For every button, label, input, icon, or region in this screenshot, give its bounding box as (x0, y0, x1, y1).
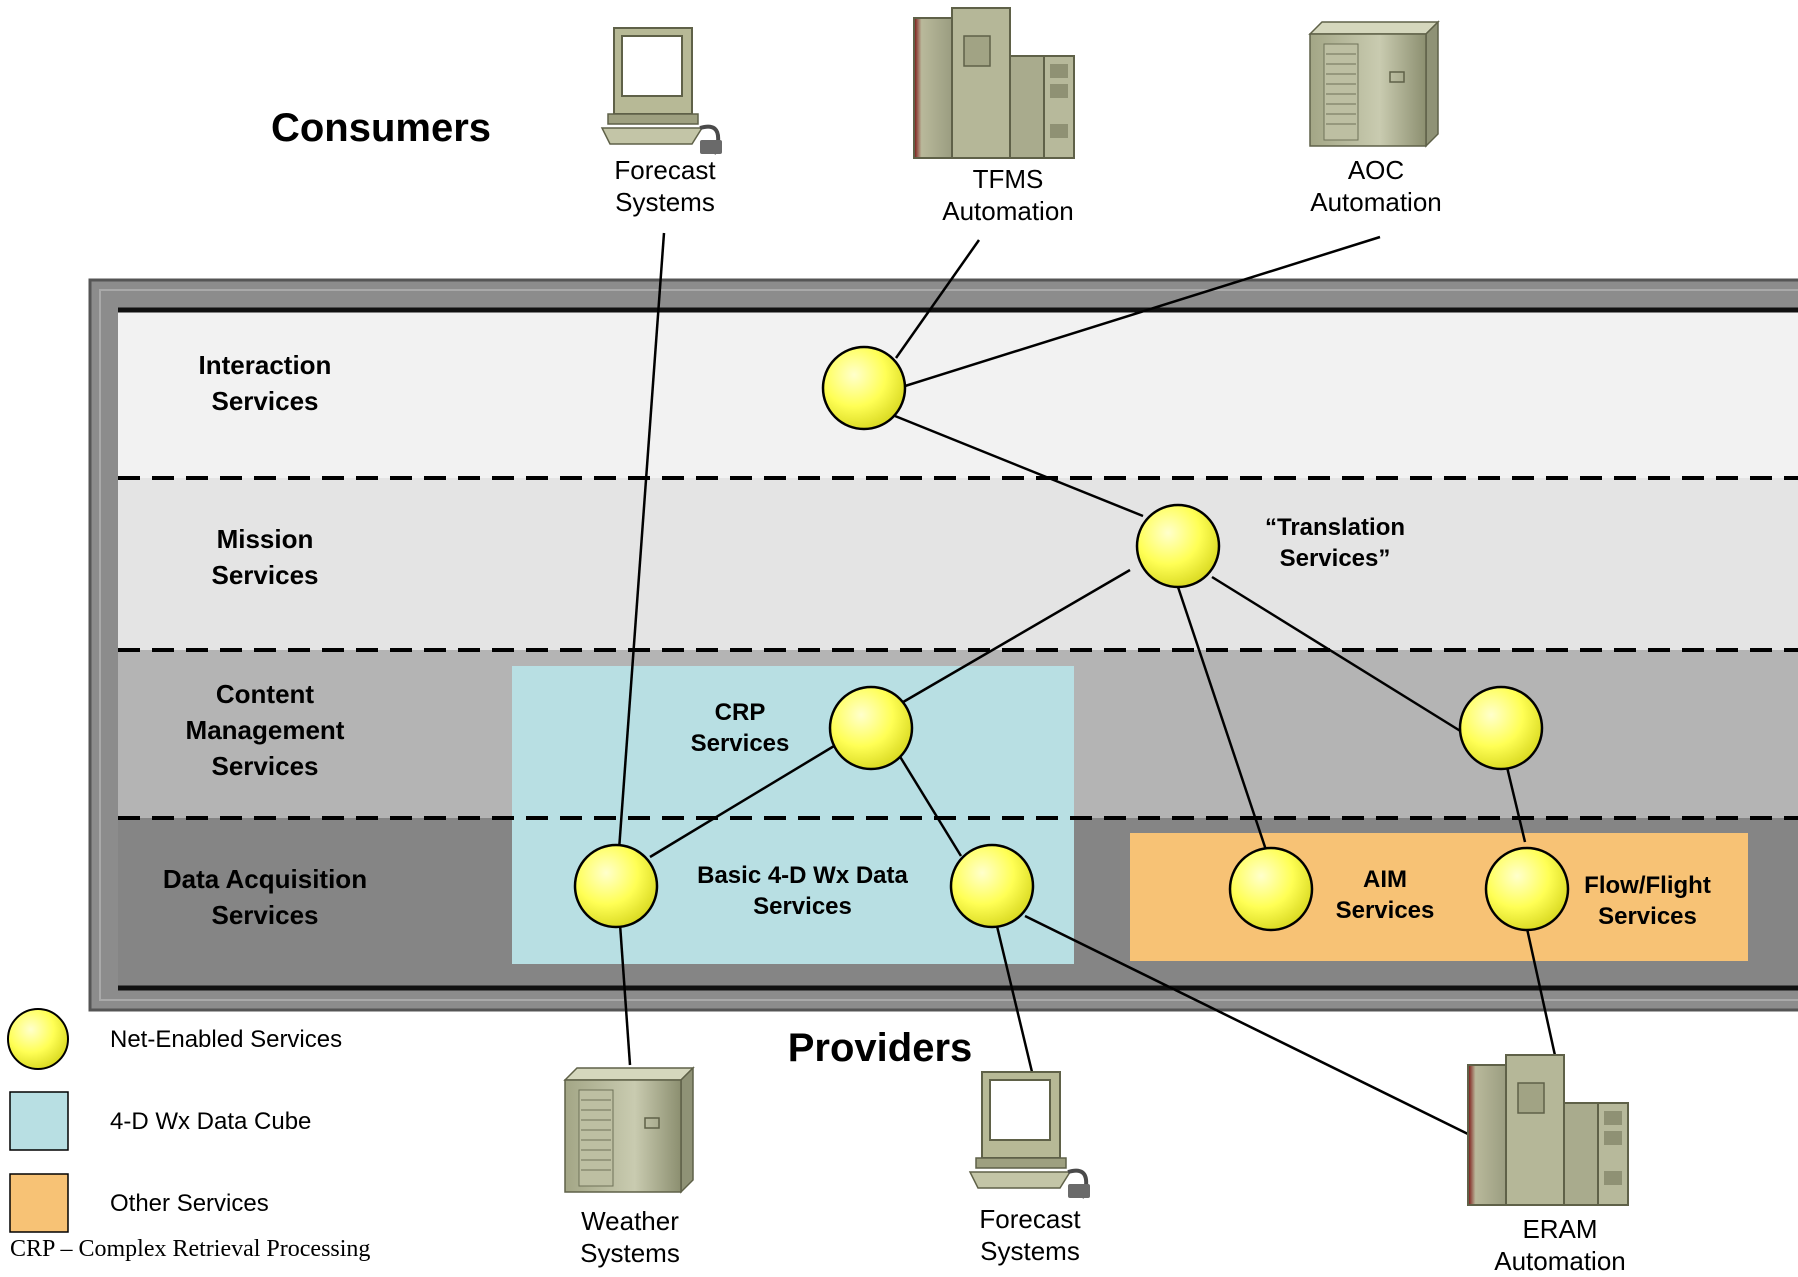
connector-line (904, 235, 1381, 388)
service-label-aim: AIM Services (1320, 864, 1450, 926)
connector-line (894, 414, 1144, 518)
service-label-line: AIM (1363, 866, 1407, 893)
consumer-label-line: Forecast (614, 155, 716, 185)
legend-cube-swatch (9, 1091, 69, 1151)
consumer-label-line: Systems (615, 186, 715, 217)
node-weather-acq (573, 843, 659, 929)
footnote: CRP – Complex Retrieval Processing (10, 1236, 371, 1262)
consumers-heading: Consumers (270, 106, 492, 150)
layer-label-line: Management (185, 714, 345, 745)
service-label-line: Services (1598, 903, 1697, 931)
mainframe-server-icon (913, 7, 1075, 159)
legend-other-swatch (9, 1173, 69, 1233)
connector-line (994, 921, 1034, 1073)
service-label-line: Services (690, 730, 790, 758)
layer-label-interaction: Interaction Services (130, 348, 400, 420)
provider-label-forecast: Forecast Systems (930, 1204, 1130, 1267)
layer-label-line: Mission (216, 524, 314, 554)
provider-label-line: Systems (580, 1237, 680, 1268)
service-label-line: “Translation (1264, 514, 1406, 541)
service-label-line: Basic 4-D Wx Data (697, 862, 908, 889)
node-content-right (1458, 685, 1544, 771)
tower-server-icon (563, 1066, 695, 1194)
provider-label-line: Systems (980, 1235, 1080, 1266)
service-label-line: Services (1335, 897, 1435, 925)
layer-label-line: Interaction (198, 350, 332, 380)
provider-label-eram: ERAM Automation (1460, 1214, 1660, 1277)
consumer-label-line: TFMS (972, 164, 1044, 194)
connector-line (894, 239, 981, 359)
provider-label-line: ERAM (1522, 1214, 1598, 1244)
service-label-line: CRP (714, 699, 766, 726)
provider-label-line: Forecast (979, 1204, 1081, 1234)
service-label-line: Services (753, 893, 852, 921)
layer-label-mission: Mission Services (130, 522, 400, 594)
layer-label-line: Services (211, 385, 319, 416)
provider-label-line: Weather (581, 1206, 679, 1236)
service-label-basic-wx: Basic 4-D Wx Data Services (660, 860, 945, 922)
connector-line (897, 568, 1131, 707)
connector-line (1505, 766, 1527, 843)
connector-line (617, 232, 666, 851)
frame-inner-highlight (99, 289, 1798, 1001)
consumer-label-line: Automation (1310, 186, 1442, 217)
service-label-flow-flight: Flow/Flight Services (1565, 870, 1730, 932)
mainframe-server-icon (1467, 1054, 1629, 1206)
node-crp (828, 685, 914, 771)
layer-label-line: Data Acquisition (162, 864, 368, 894)
node-interaction (821, 345, 907, 431)
service-label-crp: CRP Services (660, 697, 820, 759)
layer-label-content: Content Management Services (130, 677, 400, 785)
legend-cube-label: 4-D Wx Data Cube (110, 1108, 312, 1135)
layer-label-acquisition: Data Acquisition Services (130, 862, 400, 934)
desktop-computer-icon (968, 1071, 1090, 1199)
layer-label-line: Services (211, 559, 319, 590)
consumer-label-forecast: Forecast Systems (565, 155, 765, 218)
connector-line (1211, 575, 1463, 734)
node-aim (1228, 846, 1314, 932)
connector-line (1024, 914, 1471, 1137)
connector-line (1174, 580, 1268, 851)
service-label-line: Flow/Flight (1584, 872, 1711, 899)
node-flow-flight (1484, 846, 1570, 932)
tower-server-icon (1308, 20, 1440, 148)
service-label-translation: “Translation Services” (1225, 512, 1445, 574)
layer-label-line: Services (211, 750, 319, 781)
desktop-computer-icon (600, 27, 722, 155)
band-interaction (118, 310, 1798, 478)
legend-node-icon (7, 1008, 69, 1070)
connector-line (618, 923, 632, 1066)
node-translation (1135, 503, 1221, 589)
consumer-label-line: Automation (942, 195, 1074, 226)
connector-line (1524, 923, 1558, 1061)
provider-label-line: Automation (1494, 1245, 1626, 1276)
layer-label-line: Services (211, 899, 319, 930)
band-mission (118, 478, 1798, 650)
providers-heading: Providers (787, 1026, 973, 1070)
node-forecast-acq (949, 843, 1035, 929)
connector-line (897, 754, 963, 857)
legend-other-label: Other Services (110, 1190, 269, 1217)
connector-line (649, 738, 845, 859)
consumer-label-line: AOC (1347, 155, 1405, 185)
layer-label-line: Content (215, 679, 315, 709)
legend-node-label: Net-Enabled Services (110, 1026, 343, 1053)
consumer-label-aoc: AOC Automation (1276, 155, 1476, 218)
provider-label-weather: Weather Systems (530, 1206, 730, 1269)
service-label-line: Services” (1279, 545, 1391, 573)
consumer-label-tfms: TFMS Automation (908, 164, 1108, 227)
